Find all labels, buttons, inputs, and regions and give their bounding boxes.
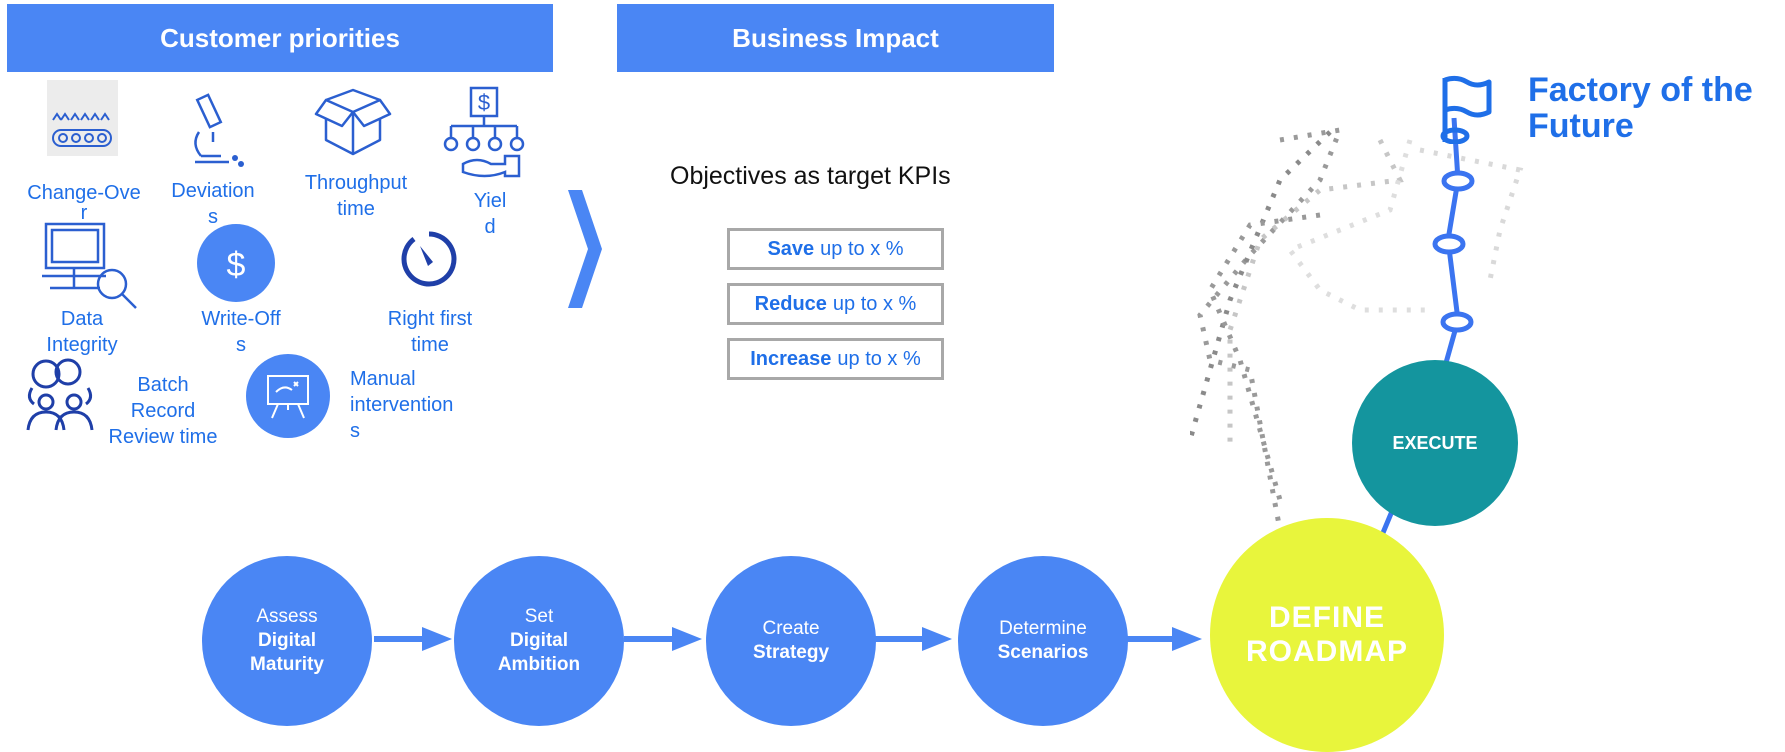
dollar-icon: $ [197,224,275,302]
conveyor-icon [47,80,118,156]
objectives-title: Objectives as target KPIs [670,162,951,190]
svg-text:$: $ [227,246,246,284]
customer-priorities-header: Customer priorities [7,4,553,72]
svg-text:$: $ [478,90,490,115]
execute-circle: EXECUTE [1352,360,1518,526]
timer-icon [401,231,457,287]
dotted-paths [1190,126,1524,531]
whiteboard-icon [246,354,330,438]
business-impact-header: Business Impact [617,4,1054,72]
flag-icon [1440,75,1492,144]
step-arrows [374,627,1202,651]
box-icon [314,88,392,156]
journey-line [1377,117,1475,540]
monitor-magnifier-icon [42,222,137,309]
microscope-icon [194,93,244,167]
chevron-right-icon [568,190,602,308]
people-icon [26,358,94,431]
money-tree-icon: $ [443,86,525,178]
